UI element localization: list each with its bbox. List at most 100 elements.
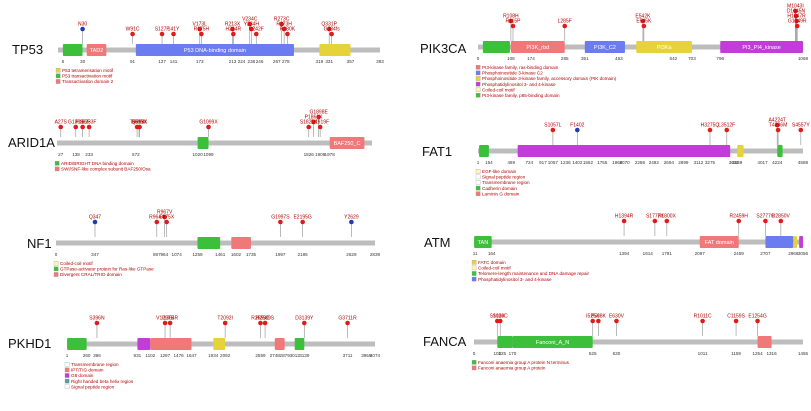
legend-label: Fanconi anaemia group A protein xyxy=(478,366,546,371)
legend-label: Telomere-length maintenance and DNA dama… xyxy=(478,271,590,276)
domain-block xyxy=(479,145,489,157)
legend-swatch xyxy=(475,180,481,185)
position-tick-label: 1074 xyxy=(172,252,183,257)
mutation-dot xyxy=(317,124,323,130)
mutation-label: S396N xyxy=(89,316,105,322)
position-tick-label: 319 xyxy=(316,59,324,64)
position-tick-label: 4588 xyxy=(798,160,809,165)
mutation-label: R964X xyxy=(149,215,165,221)
domain-label: Fanconi_A_N xyxy=(536,340,569,346)
position-tick-label: 703 xyxy=(688,56,696,61)
legend-label: P53 tetramerisation motif xyxy=(62,68,114,73)
position-tick-label: 2748 xyxy=(270,353,281,358)
gene-name: PIK3CA xyxy=(420,41,467,56)
mutation-label: S1777X xyxy=(646,214,664,220)
domain-block xyxy=(720,41,803,53)
position-tick-label: 233 xyxy=(85,152,93,157)
mutation-label: Y2629 xyxy=(344,215,359,221)
legend-swatch xyxy=(471,365,477,371)
position-tick-label: 572 xyxy=(132,152,140,157)
position-tick-label: 2707 xyxy=(760,251,771,256)
mutation-dot xyxy=(596,318,601,324)
mutation-label: R2559C xyxy=(251,316,270,322)
position-tick-label: 3959 xyxy=(361,353,372,358)
mutation-label: C242F xyxy=(249,27,264,33)
position-tick-label: 224 xyxy=(238,59,246,64)
mutation-dot xyxy=(278,219,283,225)
legend-label: ARID/BRIGHT DNA binding domain xyxy=(61,161,134,166)
domain-block xyxy=(699,236,739,248)
legend-label: Transactivation domain 2 xyxy=(62,79,114,84)
legend-swatch xyxy=(64,378,70,384)
protein-backbone xyxy=(57,140,372,146)
position-tick-label: 170 xyxy=(509,351,517,356)
mutation-label: R1800X xyxy=(658,214,677,220)
mutation-label: D1045N xyxy=(787,9,806,15)
mutation-dot xyxy=(316,114,321,120)
position-tick-label: 1997 xyxy=(275,252,286,257)
mutation-label: H1394R xyxy=(615,214,634,220)
position-tick-label: 1461 xyxy=(215,252,226,257)
position-tick-label: 1159 xyxy=(731,351,741,356)
position-tick-label: 278 xyxy=(282,59,290,64)
position-tick-label: 6 xyxy=(62,59,65,64)
legend-swatch xyxy=(54,166,60,172)
position-tick-label: 4074 xyxy=(370,353,381,358)
position-tick-label: 3056 xyxy=(798,251,809,256)
mutation-label: G334fs xyxy=(324,27,341,33)
mutation-dot xyxy=(641,23,647,29)
mutation-label: G1898E xyxy=(309,110,328,116)
position-tick-label: 27 xyxy=(58,152,64,157)
mutation-label: R2850V xyxy=(772,214,791,220)
position-tick-label: 236 xyxy=(248,59,256,64)
position-tick-label: 4224 xyxy=(772,160,783,165)
domain-block xyxy=(482,41,510,53)
position-tick-label: 1 xyxy=(66,353,69,358)
position-tick-label: 1259 xyxy=(192,252,203,257)
mutation-dot xyxy=(231,31,236,37)
legend-swatch xyxy=(475,174,481,180)
position-tick-label: 246 xyxy=(256,59,264,64)
mutation-label: T4236M xyxy=(769,123,787,129)
domain-block xyxy=(737,145,744,157)
legend-label: IPT/TIG domain xyxy=(71,368,104,373)
domain-block xyxy=(512,336,593,348)
position-tick-label: 2286 xyxy=(635,160,646,165)
mutation-label: R967V xyxy=(157,210,173,216)
mutation-dot xyxy=(793,13,799,19)
domain-block xyxy=(329,137,365,149)
domain-block xyxy=(757,336,772,348)
mutation-dot xyxy=(508,18,514,24)
mutation-dot xyxy=(763,218,768,224)
mutation-label: E1254G xyxy=(748,314,766,320)
mutation-dot xyxy=(300,219,305,225)
mutation-label: Q347 xyxy=(89,215,101,221)
domain-label: FAT domain xyxy=(705,240,734,246)
legend-swatch xyxy=(471,260,477,265)
legend-swatch xyxy=(471,276,477,282)
position-tick-label: 1254 xyxy=(752,351,763,356)
legend-swatch xyxy=(64,367,70,373)
mutation-label: Q599X xyxy=(132,120,148,126)
legend-swatch xyxy=(64,362,70,367)
mutation-label: P1861X xyxy=(305,115,323,121)
domain-block xyxy=(777,145,783,157)
gene-name: TP53 xyxy=(12,42,43,57)
mutation-dot xyxy=(86,124,92,130)
domain-label: PI3K_rbd xyxy=(526,45,549,51)
domain-block xyxy=(150,338,192,350)
position-tick-label: 931 xyxy=(134,353,142,358)
position-tick-label: 1068 xyxy=(798,56,809,61)
position-tick-label: 357 xyxy=(347,59,355,64)
position-tick-label: 396 xyxy=(93,353,101,358)
mutation-dot xyxy=(794,18,799,24)
mutation-label: E975X xyxy=(159,215,175,221)
position-tick-label: 285 xyxy=(561,56,569,61)
position-tick-label: 1236 xyxy=(560,160,571,165)
domain-block xyxy=(137,338,151,350)
mutation-dot xyxy=(94,320,100,326)
mutation-label: G1099X xyxy=(199,120,218,126)
legend-swatch xyxy=(471,265,477,271)
